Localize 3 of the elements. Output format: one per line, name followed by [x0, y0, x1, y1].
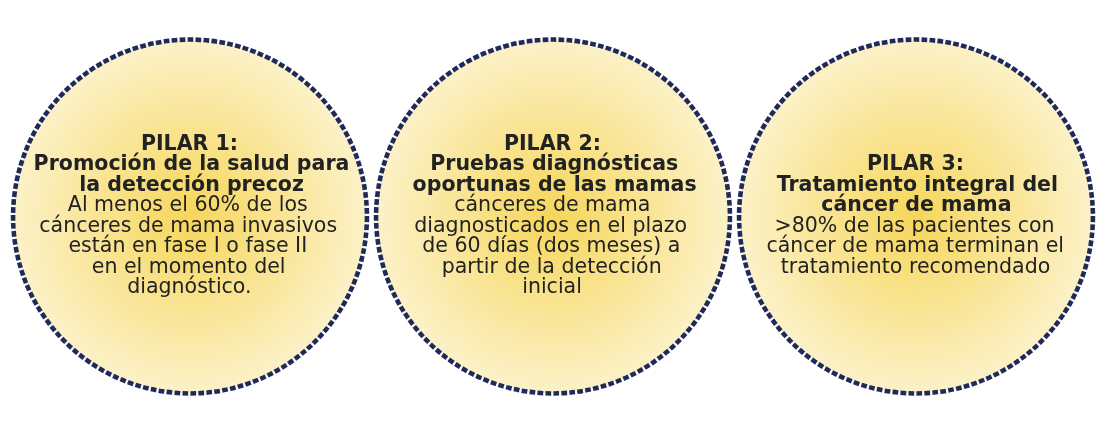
node-circle: PILAR 1: Promoción de la salud para la detección precoz Al menos el 60% de los cánceres de mama invasivos están en fase I o fase II en el momento del diagnóstico.	[10, 36, 370, 396]
node-circle: PILAR 3: Tratamiento integral del cáncer de mama >80% de las pacientes con cáncer de mama terminan el tratamiento recomendado	[736, 36, 1096, 396]
node-circle: PILAR 2: Pruebas diagnósticas oportunas de las mamas cánceres de mama diagnosticados en el plazo de 60 días (dos meses) a partir de la detección inicial	[373, 36, 733, 396]
